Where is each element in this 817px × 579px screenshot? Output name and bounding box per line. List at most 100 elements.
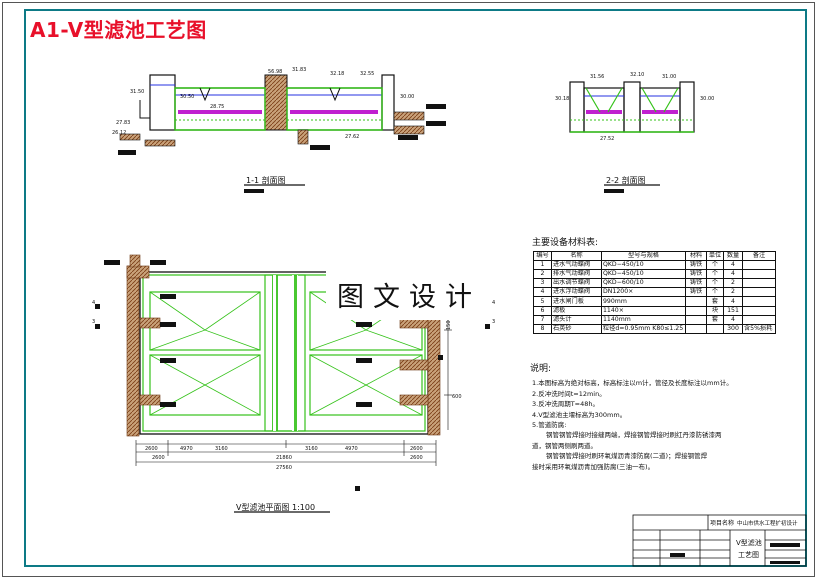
section-2-2-drawing: 31.56 32.10 31.00 30.18 30.00 27.52 [555, 72, 714, 142]
table-cell [685, 314, 707, 325]
note-line: 接时采用环氧煤沥青加强防腐(三油一布)。 [532, 462, 655, 471]
svg-text:32.10: 32.10 [630, 72, 644, 78]
svg-text:4: 4 [492, 300, 495, 306]
table-cell [685, 323, 707, 334]
table-cell: 出水调节蝶阀 [551, 278, 602, 289]
svg-text:2600: 2600 [410, 455, 423, 461]
note-line: 道，钢管两侧刷两道。 [532, 441, 597, 450]
inner-frame [24, 9, 807, 567]
svg-text:30.18: 30.18 [555, 96, 569, 102]
table-cell [742, 269, 776, 280]
plan-view-drawing: 2600 4970 3160 3160 4970 2600 2600 21860… [92, 254, 495, 491]
table-cell: 排水气动蝶阀 [551, 269, 602, 280]
table-cell: 进水浮动蝶阀 [551, 287, 602, 298]
note-line: 4.V型滤池主堰标高为300mm。 [532, 410, 627, 419]
table-cell: 1140mm [601, 314, 686, 325]
svg-text:3160: 3160 [215, 446, 228, 452]
table-cell: 990mm [601, 296, 686, 307]
svg-text:3160: 3160 [305, 446, 318, 452]
svg-text:26.12: 26.12 [112, 130, 126, 136]
table-cell: 1140× [601, 305, 686, 316]
table-cell: 铸铁 [685, 269, 707, 280]
table-cell: 300 [723, 323, 743, 334]
table-cell: 进水气动蝶阀 [551, 260, 602, 271]
plan-view-title: V型滤池平面图 1:100 [236, 502, 315, 512]
table-cell [685, 305, 707, 316]
svg-text:4970: 4970 [345, 446, 358, 452]
table-cell: 8 [533, 323, 552, 334]
notes-title: 说明: [530, 364, 552, 374]
table-cell: 个 [706, 260, 724, 271]
svg-text:3: 3 [92, 319, 95, 325]
table-cell: DN1200× [601, 287, 686, 298]
table-cell: 2 [723, 278, 743, 289]
svg-text:31.50: 31.50 [130, 89, 144, 95]
table-cell: 4 [723, 269, 743, 280]
materials-header-cell: 编号 [533, 250, 552, 262]
svg-text:31.56: 31.56 [590, 74, 604, 80]
design-notes: 说明: 1.本图标高为绝对标高，标高标注以m计，管径及长度标注以mm计。 2.反… [530, 364, 790, 472]
svg-text:4970: 4970 [180, 446, 193, 452]
table-cell: 1 [533, 260, 552, 271]
svg-text:56.98: 56.98 [268, 69, 282, 75]
table-cell: QKD−600/10 [601, 278, 686, 289]
table-cell [742, 287, 776, 298]
table-cell: 个 [706, 269, 724, 280]
table-cell: 滤板 [551, 305, 602, 316]
table-cell: 4 [723, 260, 743, 271]
table-cell: 6 [533, 305, 552, 316]
table-cell: 套 [706, 296, 724, 307]
table-cell [742, 314, 776, 325]
table-cell: 2 [723, 287, 743, 298]
table-cell: 铸铁 [685, 260, 707, 271]
table-cell [706, 323, 724, 334]
svg-text:28.75: 28.75 [210, 104, 224, 110]
titleblock-project-label: 项目名称 [710, 519, 734, 527]
svg-text:600: 600 [452, 394, 462, 400]
table-cell: 进水闸门板 [551, 296, 602, 307]
materials-header-cell: 型号与规格 [601, 250, 686, 262]
table-cell: QKD−450/10 [601, 269, 686, 280]
table-cell: 3 [533, 278, 552, 289]
svg-text:30.50: 30.50 [180, 94, 194, 100]
table-cell: 粒径d=0.95mm K80≤1.25 [601, 323, 686, 334]
svg-text:27560: 27560 [276, 465, 292, 471]
table-cell: 石英砂 [551, 323, 602, 334]
note-line: 3.反冲洗周期T=48h。 [532, 400, 600, 409]
svg-text:27.83: 27.83 [116, 120, 130, 126]
section-1-1-drawing: 56.98 31.83 32.18 32.55 31.50 30.50 30.0… [112, 67, 446, 155]
svg-text:27.52: 27.52 [600, 136, 614, 142]
section-2-2-title: 2-2 剖面图 [606, 175, 646, 185]
note-line: 5.管道防腐: [532, 421, 567, 430]
svg-text:32.18: 32.18 [330, 71, 344, 77]
svg-text:32.55: 32.55 [360, 71, 374, 77]
svg-text:31.83: 31.83 [292, 67, 306, 73]
table-cell: 5 [533, 296, 552, 307]
svg-text:1500: 1500 [446, 317, 452, 330]
titleblock-project-value: 中山市供水工程扩初设计 [737, 519, 798, 527]
note-line: 1.本图标高为绝对标高，标高标注以m计，管径及长度标注以mm计。 [532, 379, 733, 388]
table-cell [742, 260, 776, 271]
table-cell: 151 [723, 305, 743, 316]
table-cell: 个 [706, 278, 724, 289]
watermark-text: 图文设计 [326, 268, 492, 320]
materials-header-cell: 单位 [706, 250, 724, 262]
table-cell: 铸铁 [685, 278, 707, 289]
drawing-banner-title: A1-V型滤池工艺图 [30, 18, 207, 42]
table-cell: 2 [533, 269, 552, 280]
note-line: 2.反冲洗时间t=12min。 [532, 389, 606, 398]
materials-header-row: 编号 名称 型号与规格 材料 单位 数量 备注 [533, 250, 776, 262]
materials-table-title: 主要设备材料表: [532, 238, 599, 248]
svg-text:3: 3 [492, 319, 495, 325]
table-cell [685, 296, 707, 307]
title-block [632, 514, 807, 567]
table-cell: 套 [706, 314, 724, 325]
table-cell: 4 [723, 296, 743, 307]
